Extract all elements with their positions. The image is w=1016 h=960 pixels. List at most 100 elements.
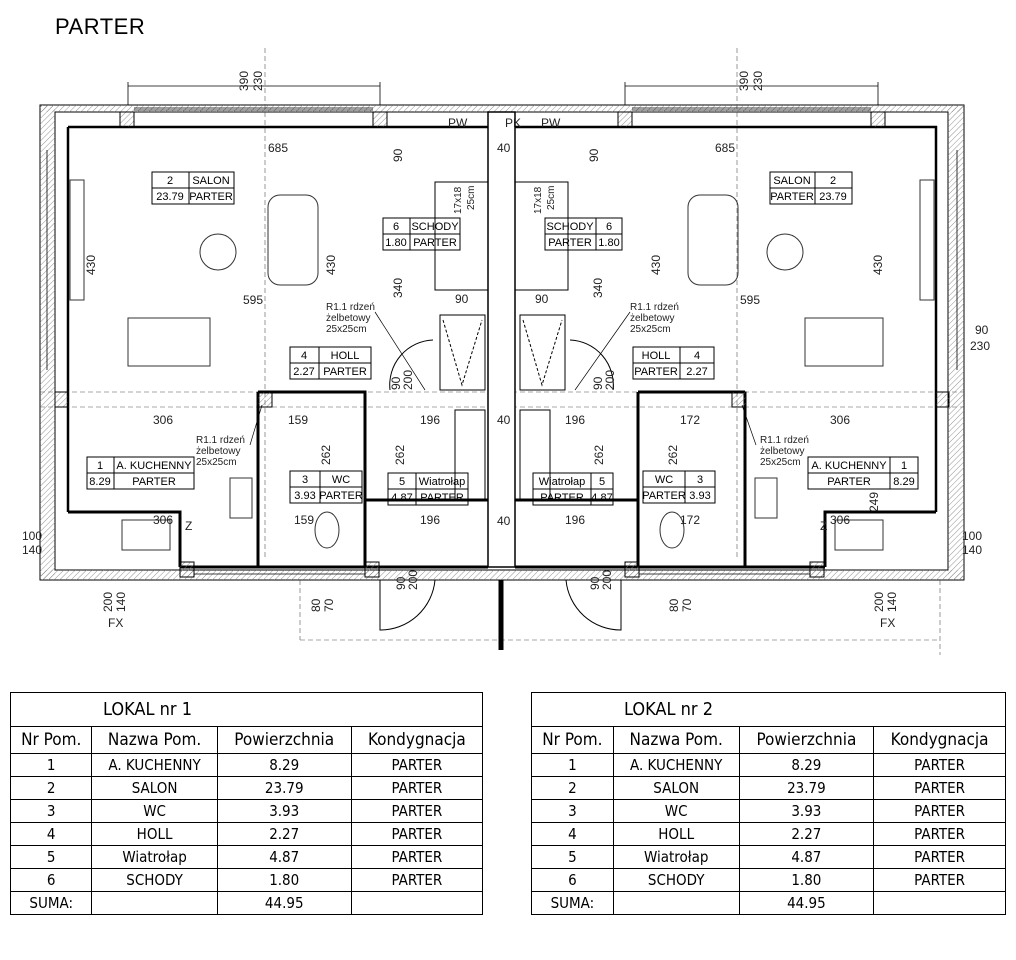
dim-label: 390 [237, 71, 251, 91]
doors [379, 339, 622, 631]
floor-plan: 2 SALON 23.79 PARTER 6 SCHODY 1.80 PARTE… [22, 48, 990, 655]
room-nr: 1 [97, 460, 103, 472]
column-header: Powierzchnia [738, 726, 875, 754]
dim-label: 40 [497, 514, 511, 528]
cell-name: HOLL [612, 822, 740, 846]
z-mark: Z [185, 519, 192, 533]
room-area: 3.93 [689, 490, 710, 502]
dim-label: 196 [565, 513, 585, 527]
dimension-lines [127, 82, 879, 105]
external-walls [39, 104, 965, 581]
dim-label: 196 [420, 513, 440, 527]
table-caption: LOKAL nr 2 [531, 692, 1006, 727]
cell-name: Wiatrołap [91, 845, 218, 869]
pillar-note: R1.1 rdzeń [630, 302, 679, 313]
column-header: Powierzchnia [216, 726, 352, 754]
cell-nr: 2 [531, 776, 614, 800]
internal-walls-left [68, 390, 488, 569]
cell-level: PARTER [350, 799, 484, 823]
dim-label: 90 [975, 323, 989, 337]
dim-label: 196 [420, 413, 440, 427]
column-header: Kondygnacja [873, 726, 1006, 754]
total-label: SUMA: [531, 891, 614, 915]
room-level: PARTER [548, 237, 592, 249]
dim-label: 90 [588, 576, 602, 590]
column-header: Nr Pom. [9, 726, 93, 754]
dim-label: 200 [101, 592, 115, 612]
table-caption: LOKAL nr 1 [10, 692, 483, 727]
room-area: 1.80 [598, 237, 619, 249]
dim-label: 249 [867, 492, 881, 512]
cell-name: SCHODY [612, 868, 740, 892]
room-area: 2.27 [686, 366, 707, 378]
cell-area: 23.79 [216, 776, 352, 800]
dim-label: 100 [962, 529, 982, 543]
pillar-note: 25x25cm [326, 324, 367, 335]
dim-label: 230 [751, 71, 765, 91]
dim-label: 200 [872, 592, 886, 612]
room-level: PARTER [132, 476, 176, 488]
pillar-note: żelbetowy [196, 446, 240, 457]
dim-label: 390 [737, 71, 751, 91]
table-total-row: SUMA: 44.95 [531, 891, 1006, 915]
room-name: SALON [192, 175, 229, 187]
dim-label: 159 [294, 513, 314, 527]
room-name: A. KUCHENNY [116, 460, 192, 472]
dim-label: 140 [962, 543, 982, 557]
total-value: 44.95 [216, 891, 352, 915]
page-title: PARTER [55, 14, 146, 39]
cell-level: PARTER [350, 753, 484, 777]
room-nr: 2 [830, 175, 836, 187]
dim-label: 430 [871, 255, 885, 275]
room-name: Wiatrołap [539, 476, 585, 488]
room-area: 8.29 [89, 476, 110, 488]
cell-area: 3.93 [738, 799, 875, 823]
pillar-note: żelbetowy [326, 313, 370, 324]
dim-label: 200 [603, 370, 617, 390]
dim-label: 80 [309, 598, 323, 612]
dim-label: 140 [114, 592, 128, 612]
room-level: PARTER [413, 237, 457, 249]
dim-label: 40 [497, 413, 511, 427]
room-level: PARTER [770, 191, 814, 203]
cell-nr: 1 [531, 753, 614, 777]
room-table-unit-1: LOKAL nr 1 Nr Pom. Nazwa Pom. Powierzchn… [9, 692, 484, 915]
room-table-unit-2: LOKAL nr 2 Nr Pom. Nazwa Pom. Powierzchn… [531, 692, 1006, 915]
dim-label: 90 [455, 292, 469, 306]
dim-label: 685 [268, 141, 288, 155]
dim-label: 90 [391, 148, 405, 162]
cell-level: PARTER [350, 822, 484, 846]
room-level: PARTER [827, 476, 871, 488]
pw-mark: PW [541, 116, 561, 130]
cell-level: PARTER [873, 868, 1006, 892]
room-level: PARTER [634, 366, 678, 378]
stair-tread-label: 25cm [466, 186, 477, 210]
room-name: HOLL [331, 350, 360, 362]
cell-area: 1.80 [738, 868, 875, 892]
room-level: PARTER [540, 492, 584, 504]
dim-label: 200 [406, 570, 420, 590]
total-label: SUMA: [9, 891, 93, 915]
cell-name: SALON [612, 776, 740, 800]
cell-area: 8.29 [216, 753, 352, 777]
dim-label: 430 [324, 255, 338, 275]
column-header: Nr Pom. [531, 726, 614, 754]
pw-mark: PW [448, 116, 468, 130]
cell-level: PARTER [873, 799, 1006, 823]
room-nr: 5 [399, 476, 405, 488]
column-header: Nazwa Pom. [91, 726, 218, 754]
cell-name: SALON [91, 776, 218, 800]
cell-name: HOLL [91, 822, 218, 846]
total-value: 44.95 [738, 891, 875, 915]
dim-label: 90 [389, 376, 403, 390]
dim-label: 430 [649, 255, 663, 275]
dim-label: 40 [497, 141, 511, 155]
dim-label: 172 [680, 413, 700, 427]
cell-level: PARTER [873, 822, 1006, 846]
